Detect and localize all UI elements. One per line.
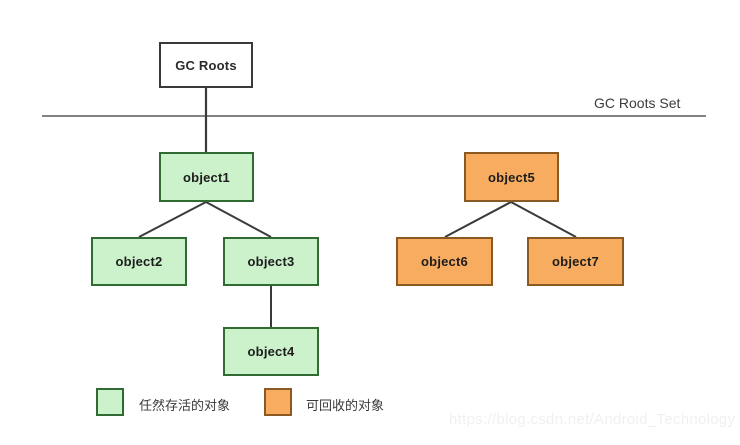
node-object3[interactable]: object3 (223, 237, 319, 286)
legend-label-live: 任然存活的对象 (139, 398, 231, 413)
node-object1[interactable]: object1 (159, 152, 254, 202)
node-object7[interactable]: object7 (527, 237, 624, 286)
edge-object1-object2 (138, 201, 207, 238)
legend-swatch-live (96, 388, 124, 416)
node-object4[interactable]: object4 (223, 327, 319, 376)
edge-object5-object6 (444, 201, 512, 238)
node-object2[interactable]: object2 (91, 237, 187, 286)
gc-roots-set-label: GC Roots Set (594, 95, 681, 111)
legend-swatch-garbage (264, 388, 292, 416)
node-gc-roots[interactable]: GC Roots (159, 42, 253, 88)
legend-label-garbage: 可回收的对象 (306, 398, 385, 413)
node-object5[interactable]: object5 (464, 152, 559, 202)
edge-object1-object3 (205, 201, 272, 238)
edge-object5-object7 (510, 201, 577, 238)
node-object6[interactable]: object6 (396, 237, 493, 286)
watermark-text: https://blog.csdn.net/Android_Technology (449, 411, 736, 428)
